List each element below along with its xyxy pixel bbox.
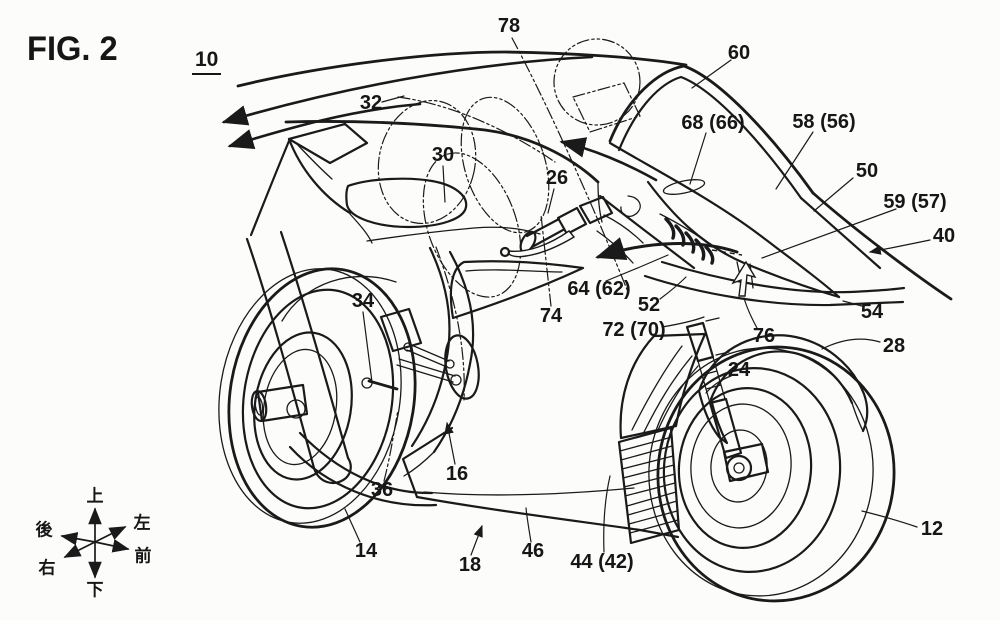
- part-label-36: 36: [371, 479, 393, 501]
- frame-and-footpeg: [361, 246, 585, 477]
- part-label-28: 28: [883, 335, 905, 357]
- part-label-32: 32: [360, 92, 382, 114]
- compass-label-front: 前: [135, 546, 152, 566]
- phantom-reference-lines: [377, 37, 641, 401]
- part-label-12: 12: [921, 518, 943, 540]
- part-label-40: 40: [933, 225, 955, 247]
- part-label-50: 50: [856, 160, 878, 182]
- part-label-64-62: 64 (62): [567, 278, 630, 300]
- front-fender: [697, 334, 869, 445]
- part-label-52: 52: [638, 294, 660, 316]
- part-label-44-42: 44 (42): [570, 551, 633, 573]
- part-label-30: 30: [432, 144, 454, 166]
- part-label-24: 24: [728, 359, 751, 381]
- part-label-46: 46: [522, 540, 544, 562]
- rear-wheel: [218, 267, 417, 529]
- compass-label-left: 左: [134, 513, 151, 533]
- part-label-18: 18: [459, 554, 481, 576]
- part-label-26: 26: [546, 167, 568, 189]
- belly-pan: [401, 426, 680, 539]
- part-label-16: 16: [446, 463, 468, 485]
- figure-reference-number: 10: [192, 48, 222, 75]
- front-wheel: [648, 345, 896, 603]
- part-label-14: 14: [355, 540, 378, 562]
- part-label-58-56: 58 (56): [792, 111, 855, 133]
- part-label-60: 60: [728, 42, 750, 64]
- part-label-76: 76: [753, 325, 775, 347]
- fairing-louver-vents: [659, 213, 743, 265]
- exhaust-and-swingarm: [245, 230, 438, 507]
- duct-flow-arrow: [731, 260, 757, 297]
- part-label-78: 78: [498, 15, 520, 37]
- part-label-72-70: 72 (70): [602, 319, 665, 341]
- part-label-74: 74: [540, 305, 563, 327]
- leader-lines: [344, 59, 931, 556]
- compass-label-up: 上: [87, 487, 104, 506]
- part-label-34: 34: [352, 290, 375, 312]
- part-label-59-57: 59 (57): [883, 191, 946, 213]
- figure-title: FIG. 2: [27, 30, 118, 68]
- compass-label-rear: 後: [36, 520, 54, 540]
- handlebar-assembly: [499, 195, 644, 264]
- tail-and-seat-bodywork: [236, 50, 688, 322]
- part-label-68-66: 68 (66): [681, 112, 744, 134]
- compass-label-down: 下: [87, 581, 104, 600]
- windscreen-and-cowl: [597, 64, 953, 307]
- compass-label-right: 右: [39, 558, 56, 578]
- part-label-54: 54: [861, 301, 884, 323]
